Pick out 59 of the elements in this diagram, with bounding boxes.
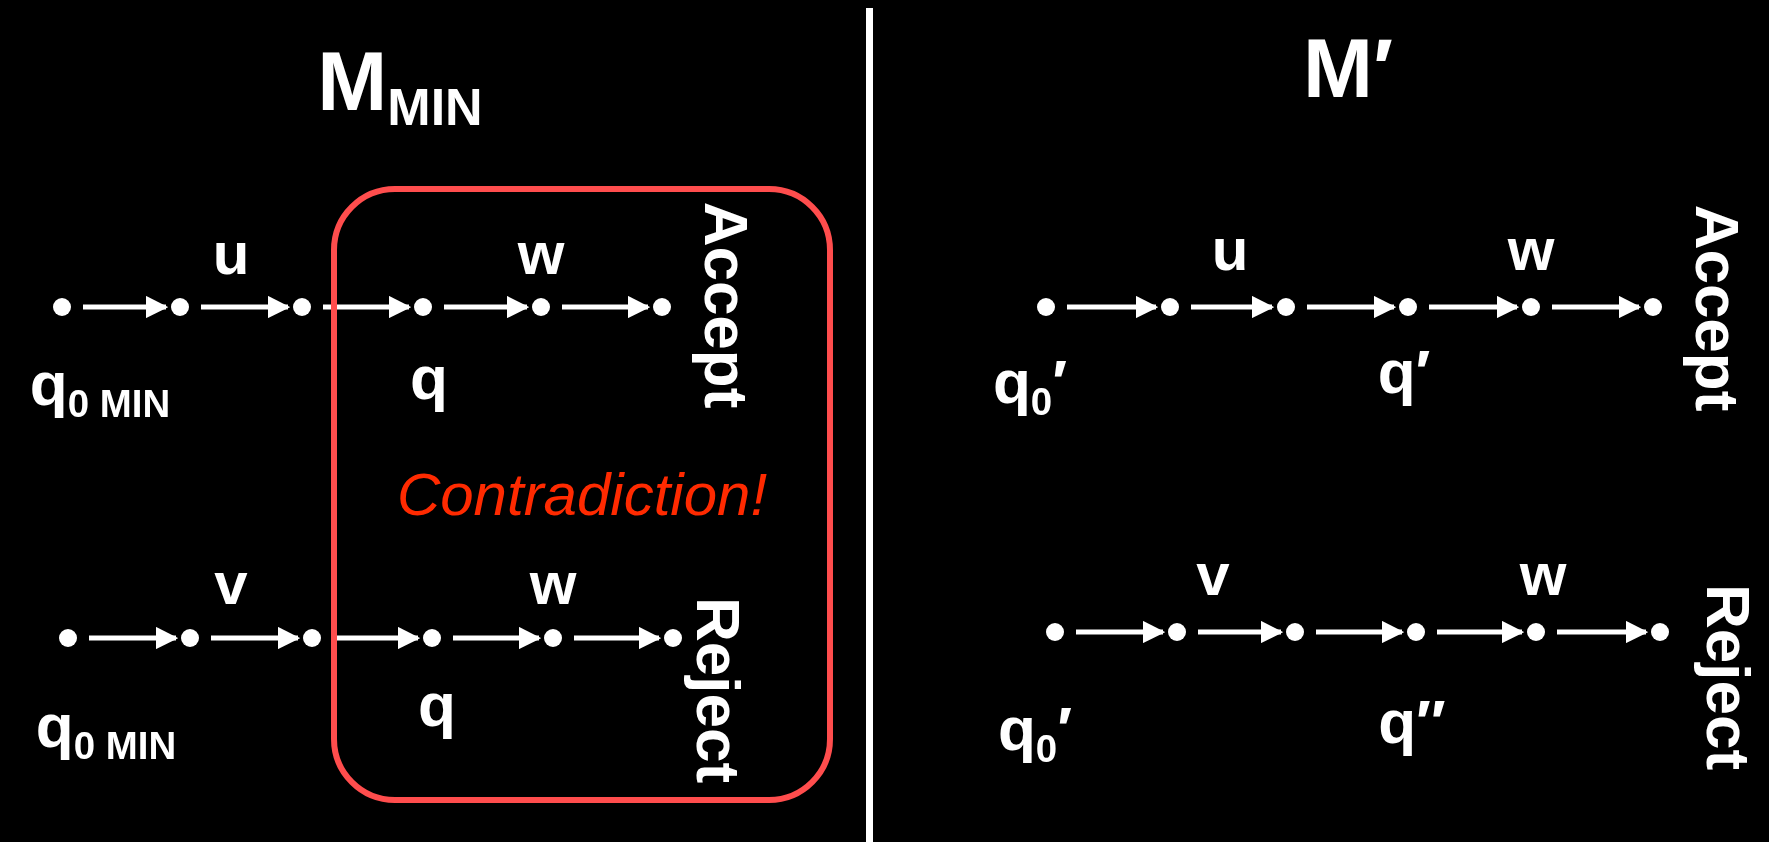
state-dot: [1407, 623, 1425, 641]
state-dot: [293, 298, 311, 316]
arrow: [1552, 295, 1642, 319]
arrow: [1198, 620, 1284, 644]
arrow: [1557, 620, 1649, 644]
input-symbol: w: [1507, 220, 1555, 280]
arrow: [1437, 620, 1525, 644]
state-dot: [1527, 623, 1545, 641]
state-dot: [303, 629, 321, 647]
state-label: q$_{0 MIN}$: [29, 353, 171, 423]
machine-title: M$_{MIN}$: [317, 38, 483, 134]
state-dot: [1277, 298, 1295, 316]
input-symbol: v: [1196, 545, 1230, 605]
state-dot: [53, 298, 71, 316]
state-dot: [59, 629, 77, 647]
state-dot: [423, 629, 441, 647]
input-symbol: w: [517, 224, 565, 284]
state-dot: [1399, 298, 1417, 316]
arrow: [1076, 620, 1166, 644]
arrow: [574, 626, 662, 650]
input-symbol: u: [1211, 220, 1249, 280]
state-dot: [1168, 623, 1186, 641]
arrow: [201, 295, 291, 319]
input-symbol: v: [214, 554, 248, 614]
state-dot: [664, 629, 682, 647]
arrow: [83, 295, 169, 319]
machine-title: M′: [1302, 26, 1394, 110]
input-symbol: w: [1519, 545, 1567, 605]
state-dot: [653, 298, 671, 316]
state-dot: [1046, 623, 1064, 641]
state-dot: [181, 629, 199, 647]
state-dot: [171, 298, 189, 316]
state-dot: [1644, 298, 1662, 316]
state-dot: [1161, 298, 1179, 316]
arrow: [1429, 295, 1520, 319]
arrow: [89, 626, 179, 650]
state-label: q$_{0 MIN}$: [35, 695, 177, 765]
state-dot: [532, 298, 550, 316]
arrow: [1316, 620, 1405, 644]
state-dot: [544, 629, 562, 647]
input-symbol: u: [212, 224, 250, 284]
arrow: [211, 626, 301, 650]
arrow: [562, 295, 651, 319]
state-label: q$_{0}$′: [992, 351, 1068, 421]
state-dot: [1037, 298, 1055, 316]
state-label: q$_{0}$′: [997, 698, 1073, 768]
arrow: [1307, 295, 1397, 319]
arrow: [323, 295, 412, 319]
state-dot: [1286, 623, 1304, 641]
arrow: [444, 295, 530, 319]
arrow: [1191, 295, 1275, 319]
state-dot: [414, 298, 432, 316]
highlight-frame: [331, 186, 833, 803]
input-symbol: w: [529, 554, 577, 614]
state-dot: [1651, 623, 1669, 641]
arrow: [1067, 295, 1159, 319]
contradiction-text: Contradiction!: [395, 460, 769, 529]
state-dot: [1522, 298, 1540, 316]
arrow: [453, 626, 542, 650]
